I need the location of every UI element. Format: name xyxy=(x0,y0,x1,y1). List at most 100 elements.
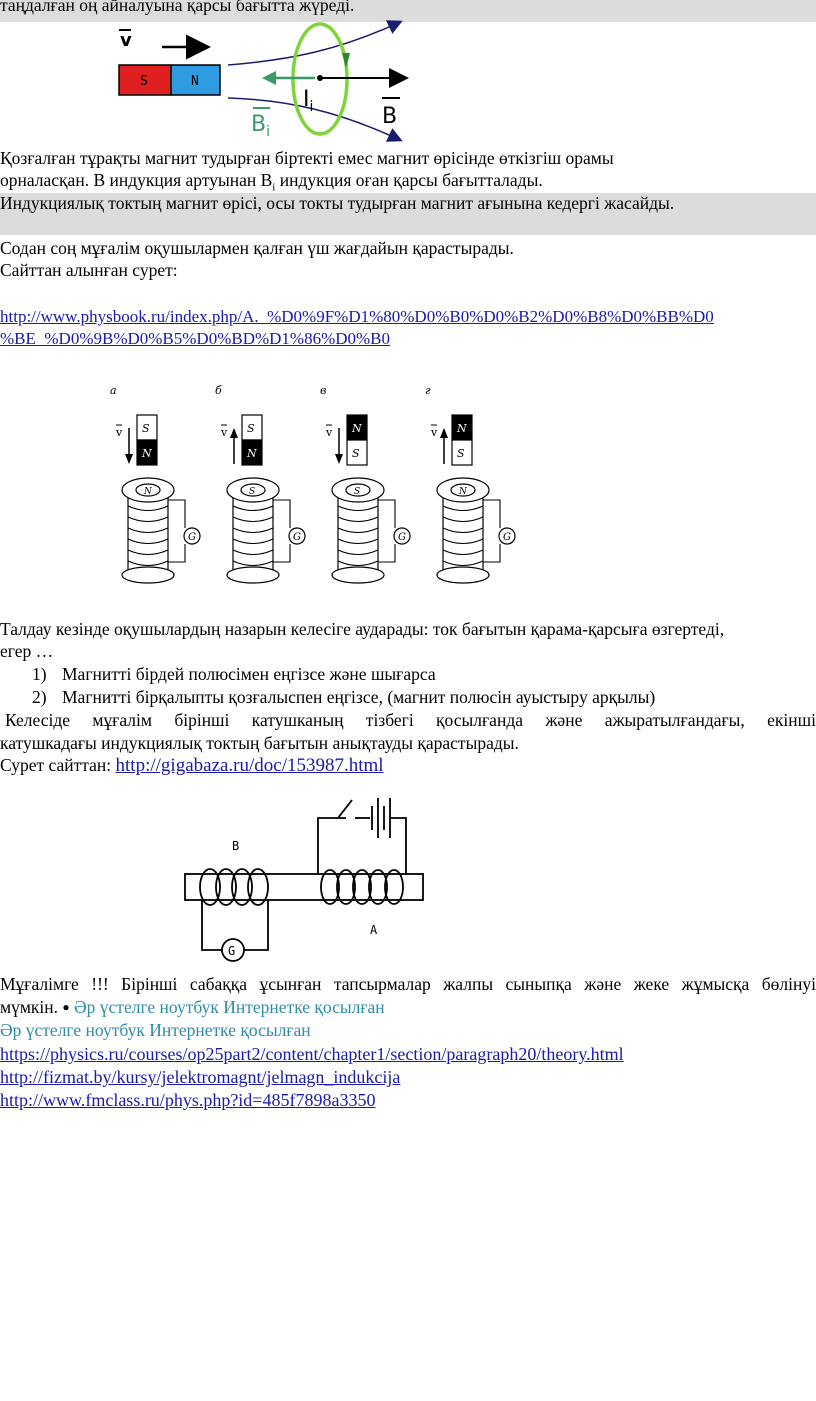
galvanometer-label: G xyxy=(398,532,406,543)
wire xyxy=(273,499,291,528)
list-item: 1)Магнитті бірдей полюсімен еңгізсе және… xyxy=(32,664,436,684)
wire xyxy=(483,499,501,528)
paragraph-1-line-2: орналасқан. В индукция артуынан Вi индук… xyxy=(0,170,543,194)
coil-turn xyxy=(337,549,379,556)
galvanometer xyxy=(183,527,201,545)
magnet-bottom-pole xyxy=(346,439,368,466)
magnet-top-label: S xyxy=(247,422,255,435)
magnet-bottom-label: S xyxy=(457,447,465,460)
coil-core-top xyxy=(345,483,371,497)
coil-turn xyxy=(337,538,379,545)
coil-turn xyxy=(337,527,379,534)
coil-a-label: A xyxy=(370,923,378,937)
galvanometer xyxy=(221,938,245,962)
loop-current-arrow xyxy=(342,53,350,68)
galvanometer-label: G xyxy=(503,532,511,543)
fmclass-link[interactable]: http://www.fmclass.ru/phys.php?id=485f78… xyxy=(0,1090,376,1110)
coil-flange-bottom xyxy=(226,566,280,584)
coil-turn xyxy=(232,549,274,556)
wire xyxy=(378,499,396,528)
coil-flange-bottom xyxy=(436,566,490,584)
velocity-arrowhead xyxy=(230,428,238,438)
case-letter: г xyxy=(425,384,431,397)
velocity-label: v xyxy=(115,426,123,439)
paragraph-3-line-1: Талдау кезінде оқушылардың назарын келес… xyxy=(0,619,725,639)
paragraph-6-line-1: Мұғалімге !!! Бірінші сабаққа ұсынған та… xyxy=(0,974,816,994)
coil-pole-label: N xyxy=(458,487,468,497)
paragraph-3-line-2: егер … xyxy=(0,641,54,661)
coil-core-top xyxy=(240,483,266,497)
coil-turn xyxy=(232,505,274,512)
magnet-s-label: S xyxy=(140,74,148,89)
bullet-icon: ● xyxy=(62,1000,70,1014)
coil-core-top xyxy=(135,483,161,497)
coil-turn xyxy=(442,516,484,523)
paragraph-5: Сурет сайттан: http://gigabaza.ru/doc/15… xyxy=(0,755,384,776)
wire xyxy=(483,544,501,563)
highlight-statement: Индукциялық токтың магнит өрісі, осы ток… xyxy=(0,193,675,213)
coil-pole-label: S xyxy=(354,487,360,497)
galvanometer-label: G xyxy=(188,532,196,543)
wire xyxy=(273,544,291,563)
coil-turn xyxy=(442,527,484,534)
coil-turn xyxy=(127,549,169,556)
coil-turn xyxy=(337,516,379,523)
magnet-top-label: N xyxy=(456,422,467,435)
coil-turn xyxy=(442,505,484,512)
coil-turn xyxy=(127,505,169,512)
field-line-lower xyxy=(227,97,403,142)
loop-center xyxy=(317,75,323,81)
coil-a xyxy=(320,869,404,905)
highlight-band-top xyxy=(0,0,816,22)
physbook-link-line-1[interactable]: http://www.physbook.ru/index.php/А._%D0%… xyxy=(0,307,714,326)
velocity-arrowhead xyxy=(335,454,343,464)
coil-pole-label: S xyxy=(249,487,255,497)
coil-core-top xyxy=(450,483,476,497)
coil-turn xyxy=(442,549,484,556)
paragraph-2-line-1: Содан соң мұғалім оқушылармен қалған үш … xyxy=(0,238,514,258)
magnet-bottom-label: N xyxy=(141,447,152,460)
case-letter: в xyxy=(320,384,326,397)
bi-label: Bi xyxy=(251,112,270,140)
gigabaza-link[interactable]: http://gigabaza.ru/doc/153987.html xyxy=(115,755,384,776)
current-label: Ii xyxy=(303,87,313,115)
coil-turn xyxy=(232,538,274,545)
coil-b xyxy=(199,868,269,906)
coil-turn xyxy=(232,516,274,523)
galvanometer xyxy=(288,527,306,545)
figure-magnet-loop: v S N Ii Bi B xyxy=(118,20,409,142)
magnet-bottom-label: S xyxy=(352,447,360,460)
magnet-bottom-label: N xyxy=(246,447,257,460)
coil-turn xyxy=(127,560,169,567)
galvanometer xyxy=(393,527,411,545)
velocity-label: v xyxy=(430,426,438,439)
wire xyxy=(168,544,186,563)
b-label: B xyxy=(382,104,397,129)
coil-pole-label: N xyxy=(143,487,153,497)
coil-turn xyxy=(337,505,379,512)
coil-turn xyxy=(127,516,169,523)
velocity-arrowhead xyxy=(440,428,448,438)
galvanometer-label: G xyxy=(293,532,301,543)
coil-turn xyxy=(442,560,484,567)
paragraph-6-line-2: мүмкін. ● Әр үстелге ноутбук Интернетке … xyxy=(0,997,385,1017)
fizmat-link[interactable]: http://fizmat.by/kursy/jelektromagnt/jel… xyxy=(0,1067,401,1087)
magnet-north xyxy=(170,64,221,96)
paragraph-1-line-1: Қозғалған тұрақты магнит тудырған біртек… xyxy=(0,148,614,168)
coil-turn xyxy=(127,527,169,534)
coil-turn xyxy=(232,560,274,567)
wire xyxy=(378,544,396,563)
paragraph-2-line-2: Сайттан алынған сурет: xyxy=(0,260,178,280)
wire xyxy=(168,499,186,528)
physbook-link-line-2[interactable]: %BE_%D0%9B%D0%B5%D0%BD%D1%86%D0%B0 xyxy=(0,329,391,348)
physics-link[interactable]: https://physics.ru/courses/op25part2/con… xyxy=(0,1044,624,1064)
magnet-top-label: N xyxy=(351,422,362,435)
coil-b-label: B xyxy=(232,839,239,853)
galvanometer-label: G xyxy=(228,944,235,958)
paragraph-4-line-2: катушкадағы индукциялық токтың бағытын а… xyxy=(0,733,519,753)
coil-turn xyxy=(442,538,484,545)
figure-two-coils: G B A xyxy=(184,798,424,962)
